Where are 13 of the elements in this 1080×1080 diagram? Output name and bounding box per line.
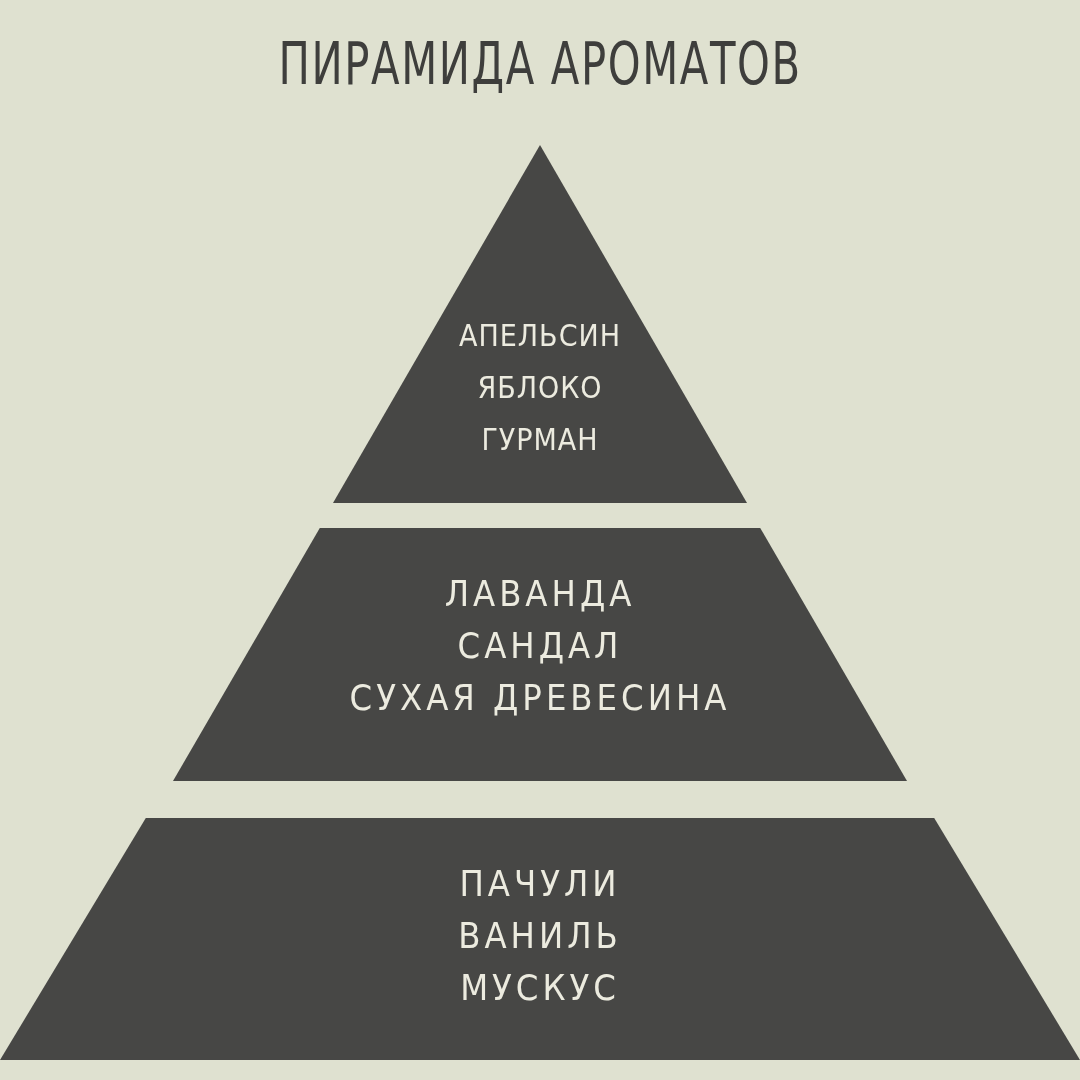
pyramid-top-triangle — [333, 145, 747, 503]
scent-name: ГУРМАН — [481, 421, 599, 459]
scent-name: ЯБЛОКО — [477, 369, 603, 407]
scent-name: ВАНИЛЬ — [458, 914, 622, 958]
pyramid-tier — [0, 818, 1080, 1060]
pyramid-tier — [173, 528, 907, 781]
title: ПИРАМИДА АРОМАТОВ — [278, 30, 802, 98]
scent-name: СУХАЯ ДРЕВЕСИНА — [349, 676, 731, 720]
scent-name: АПЕЛЬСИН — [459, 317, 621, 355]
scent-name: ПАЧУЛИ — [459, 862, 621, 906]
scent-name: МУСКУС — [460, 966, 620, 1010]
scent-name: ЛАВАНДА — [444, 572, 636, 616]
scent-name: САНДАЛ — [457, 624, 623, 668]
